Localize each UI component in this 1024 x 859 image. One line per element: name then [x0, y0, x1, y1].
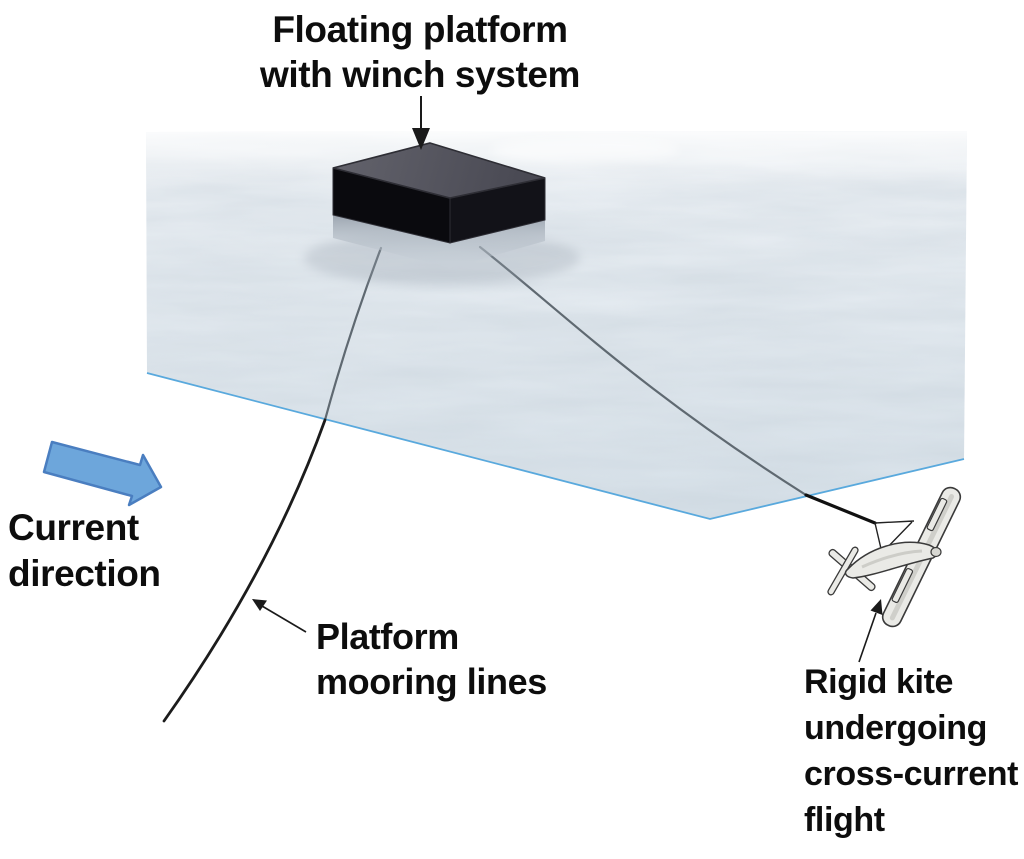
mooring-line-below-water [162, 418, 327, 723]
rigid-kite-label-line2: undergoing [804, 709, 987, 747]
water-wave-texture [146, 131, 967, 519]
kite-nose-spinner [930, 546, 942, 558]
water-surface [146, 131, 967, 520]
platform-callout-arrow [412, 96, 430, 150]
kite-callout-arrow [858, 599, 883, 663]
tether-line-below-water [804, 493, 877, 525]
current-direction-label-line1: Current [8, 507, 139, 548]
floating-platform-label: Floating platform with winch system [170, 7, 670, 97]
floating-platform-label-line2: with winch system [259, 54, 581, 95]
mooring-lines-label-line1: Platform [316, 616, 459, 657]
kite-aileron-upper [926, 497, 948, 532]
water-glare-spot [490, 137, 680, 163]
mooring-callout-arrow [252, 599, 307, 633]
mooring-lines-label-line2: mooring lines [316, 661, 547, 702]
rigid-kite-label: Rigid kite undergoing cross-current flig… [804, 659, 1018, 843]
floating-platform-label-line1: Floating platform [272, 9, 568, 50]
current-direction-label: Current direction [8, 505, 161, 597]
current-direction-arrow [42, 440, 163, 507]
mooring-lines-label: Platform mooring lines [316, 614, 547, 704]
kite-fuselage-shading [861, 549, 923, 569]
current-direction-label-line2: direction [8, 553, 161, 594]
rigid-kite-label-line3: cross-current [804, 755, 1018, 793]
floating-platform [304, 142, 580, 285]
platform-top-face [332, 142, 546, 199]
callout-arrows [252, 96, 883, 663]
platform-reflection [333, 215, 545, 268]
rigid-kite [827, 486, 962, 628]
rigid-kite-label-line1: Rigid kite [804, 663, 954, 701]
kite-aileron-lower [891, 567, 914, 604]
water-edge-line [146, 372, 965, 520]
rigid-kite-label-line4: flight [804, 801, 885, 839]
